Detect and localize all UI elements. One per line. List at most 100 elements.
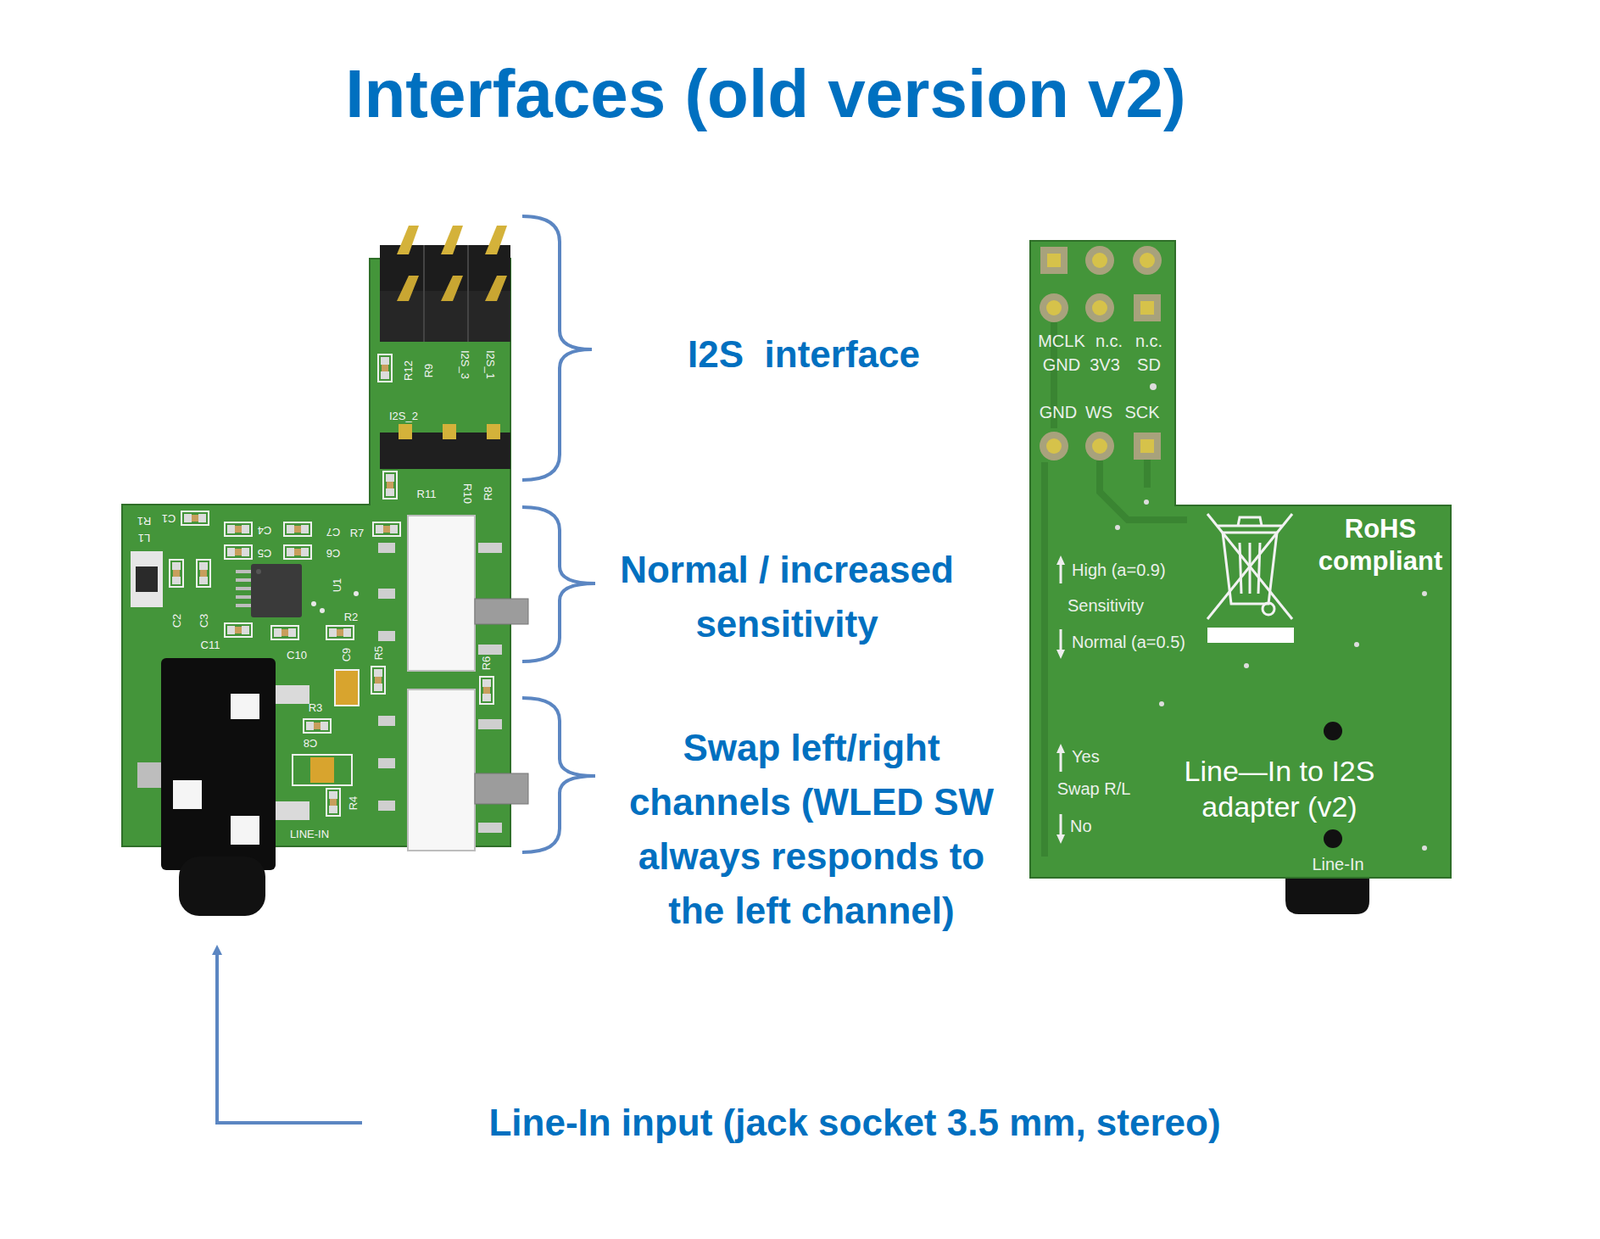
silkscreen-label: I2S_1 xyxy=(484,350,497,380)
callout-text: Normal / increased sensitivity xyxy=(600,542,974,652)
jack-socket-part xyxy=(161,657,276,870)
ic-chip-part xyxy=(256,568,262,575)
slide-switch-part xyxy=(378,542,396,553)
silkscreen-label: R6 xyxy=(479,656,493,671)
smd-components-part xyxy=(224,522,252,536)
silkscreen-label: I2S_2 xyxy=(389,409,419,423)
rohs-mark: RoHS compliant xyxy=(1304,512,1457,578)
ic-chip-part xyxy=(250,563,302,618)
pcb-back-part xyxy=(1243,663,1249,669)
smd-components-part xyxy=(383,471,397,499)
weee-symbol-part xyxy=(1262,602,1275,615)
smd-components-part xyxy=(169,559,184,587)
silkscreen-label: L1 xyxy=(138,531,151,545)
pin-header-top-part xyxy=(485,275,508,302)
header-pads-part xyxy=(1092,252,1108,268)
smd-components-part xyxy=(479,676,494,704)
slide-switch-part xyxy=(474,598,529,625)
smd-components-part xyxy=(284,522,312,536)
pin-header-bottom xyxy=(379,423,511,469)
silkscreen-label: C1 xyxy=(161,512,177,525)
slide-switch-part xyxy=(478,719,502,730)
jack-socket-back xyxy=(1285,878,1370,915)
header-pads-part xyxy=(1092,300,1108,316)
pin-header-bottom-part xyxy=(442,423,457,440)
header-pads-part xyxy=(1133,294,1161,322)
jack-socket-back-part xyxy=(1285,878,1370,915)
silkscreen-label: High (a=0.9) xyxy=(1071,559,1166,580)
silkscreen-label: R11 xyxy=(417,487,437,501)
vias-part xyxy=(319,607,325,614)
pcb-back-part xyxy=(1354,641,1360,647)
pcb-back-part xyxy=(1143,499,1149,505)
pin-header-top-part xyxy=(423,245,425,342)
pcb-back-part xyxy=(1159,701,1165,707)
silkscreen-label: SD xyxy=(1137,354,1161,375)
pin-header-top-part xyxy=(440,275,463,302)
silkscreen-label: R2 xyxy=(344,610,359,624)
silk-arrows-part xyxy=(1059,813,1063,840)
header-pads-part xyxy=(1039,431,1069,461)
header-pads-part xyxy=(1046,300,1062,316)
ic-chip-part xyxy=(235,586,251,591)
weee-symbol-part xyxy=(1237,517,1262,526)
weee-symbol-part xyxy=(1207,513,1293,619)
slide-switch-part xyxy=(378,800,396,811)
smd-components-part xyxy=(303,719,331,733)
ic-chip-part xyxy=(235,603,251,608)
silkscreen-label: I2S_3 xyxy=(458,350,472,380)
bracket xyxy=(522,216,596,853)
header-pads-part xyxy=(1139,252,1155,268)
silk-arrows-part xyxy=(1059,747,1063,772)
header-pads-part xyxy=(1085,245,1115,275)
silkscreen-label: Swap R/L xyxy=(1057,778,1132,799)
slide-switch-part xyxy=(478,542,502,553)
silkscreen-label: C11 xyxy=(200,638,221,652)
silkscreen-label: WS xyxy=(1085,401,1113,423)
smd-components-part xyxy=(135,566,158,592)
silkscreen-label: C2 xyxy=(170,613,184,629)
silkscreen-label: R12 xyxy=(401,360,415,381)
leader-arrow xyxy=(217,949,363,1123)
header-pads-part xyxy=(1085,431,1115,461)
silkscreen-label: GND xyxy=(1039,401,1077,423)
silkscreen-label: R4 xyxy=(346,796,360,811)
board-name: Line—In to I2S adapter (v2) xyxy=(1152,752,1407,825)
pcb-back-part xyxy=(1114,524,1121,530)
slide-switch xyxy=(378,515,529,851)
ic-chip-part xyxy=(235,578,251,582)
pcb-back-part xyxy=(1143,457,1151,488)
silkscreen-label: C10 xyxy=(286,648,307,662)
slide-switch-part xyxy=(407,515,475,671)
slide-switch-part xyxy=(478,822,502,833)
jack-socket xyxy=(137,657,310,916)
callout-text: I2S interface xyxy=(687,327,920,382)
slide-switch-part xyxy=(378,715,396,726)
vias-part xyxy=(311,601,317,607)
silk-arrows-part xyxy=(1059,559,1063,584)
silkscreen-label: R7 xyxy=(350,526,365,540)
smd-components-part xyxy=(130,551,163,608)
ic-chip-part xyxy=(235,595,251,599)
jack-socket-part xyxy=(230,693,260,720)
bracket-part xyxy=(522,697,596,853)
pin-header-top-part xyxy=(396,275,419,302)
header-pads-part xyxy=(1133,432,1161,460)
silkscreen-label: C3 xyxy=(197,613,211,629)
silkscreen-label: MCLK xyxy=(1037,330,1086,352)
smd-components-part xyxy=(334,669,359,706)
weee-symbol-part xyxy=(1239,542,1242,594)
smd-components-part xyxy=(284,545,312,559)
silkscreen-label: Yes xyxy=(1071,746,1100,767)
silkscreen-label: U1 xyxy=(330,578,344,593)
pcb-back-part xyxy=(1421,590,1428,597)
smd-components-part xyxy=(326,788,341,816)
ic-chip xyxy=(235,563,302,618)
bracket-part xyxy=(522,216,592,480)
vias-part xyxy=(353,590,359,597)
silkscreen-label: R10 xyxy=(461,483,474,504)
mounting-holes-part xyxy=(1323,721,1343,741)
smd-components-part xyxy=(378,354,392,382)
pin-header-top-part xyxy=(467,245,469,342)
